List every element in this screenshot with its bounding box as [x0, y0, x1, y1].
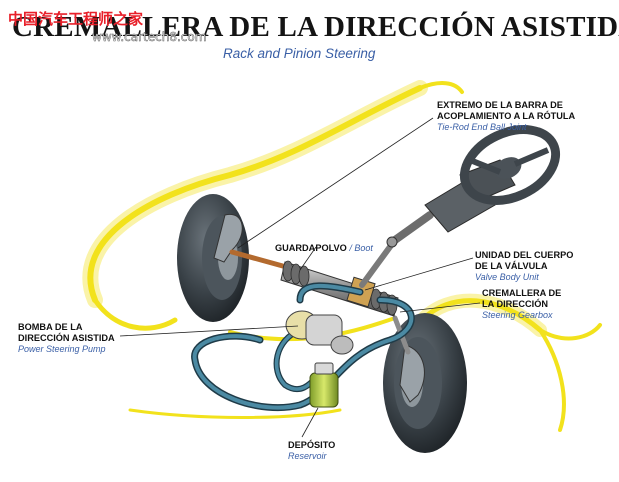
label-gearbox: CREMALLERA DE LA DIRECCIÓN Steering Gear…: [482, 288, 561, 321]
label-reservoir-en: Reservoir: [288, 451, 327, 461]
watermark-chinese: 中国汽车工程师之家: [8, 10, 144, 28]
label-valve-body-es-2: DE LA VÁLVULA: [475, 261, 548, 271]
page-subtitle: Rack and Pinion Steering: [223, 46, 376, 61]
reservoir-bottle: [309, 362, 339, 408]
label-tie-rod: EXTREMO DE LA BARRA DE ACOPLAMIENTO A LA…: [437, 100, 575, 133]
label-tie-rod-es-1: EXTREMO DE LA BARRA DE: [437, 100, 563, 110]
label-boot-en: Boot: [354, 243, 373, 253]
label-reservoir-es: DEPÓSITO: [288, 440, 336, 450]
label-boot-sep: /: [346, 243, 355, 253]
label-gearbox-en: Steering Gearbox: [482, 310, 553, 320]
label-valve-body-en: Valve Body Unit: [475, 272, 539, 282]
label-valve-body-es-1: UNIDAD DEL CUERPO: [475, 250, 574, 260]
power-steering-pump: [285, 310, 354, 355]
label-valve-body: UNIDAD DEL CUERPO DE LA VÁLVULA Valve Bo…: [475, 250, 573, 283]
label-gearbox-es-2: LA DIRECCIÓN: [482, 299, 549, 309]
label-tie-rod-en: Tie-Rod End Ball Joint: [437, 122, 527, 132]
label-gearbox-es-1: CREMALLERA DE: [482, 288, 562, 298]
label-reservoir: DEPÓSITO Reservoir: [288, 440, 335, 462]
leader-lines: [119, 117, 481, 438]
label-boot-es: GUARDAPOLVO: [275, 243, 347, 253]
label-pump-en: Power Steering Pump: [18, 344, 106, 354]
steering-wheel: [459, 125, 561, 205]
label-pump-es-1: BOMBA DE LA: [18, 322, 83, 332]
label-pump-es-2: DIRECCIÓN ASISTIDA: [18, 333, 115, 343]
label-boot: GUARDAPOLVO / Boot: [275, 238, 373, 256]
label-tie-rod-es-2: ACOPLAMIENTO A LA RÓTULA: [437, 111, 576, 121]
left-wheel: [177, 194, 249, 322]
page-title: CREMALLERA DE LA DIRECCIÓN ASISTIDA: [12, 11, 619, 43]
watermark-url: www.cartech8.com: [92, 30, 207, 45]
label-pump: BOMBA DE LA DIRECCIÓN ASISTIDA Power Ste…: [18, 322, 115, 355]
